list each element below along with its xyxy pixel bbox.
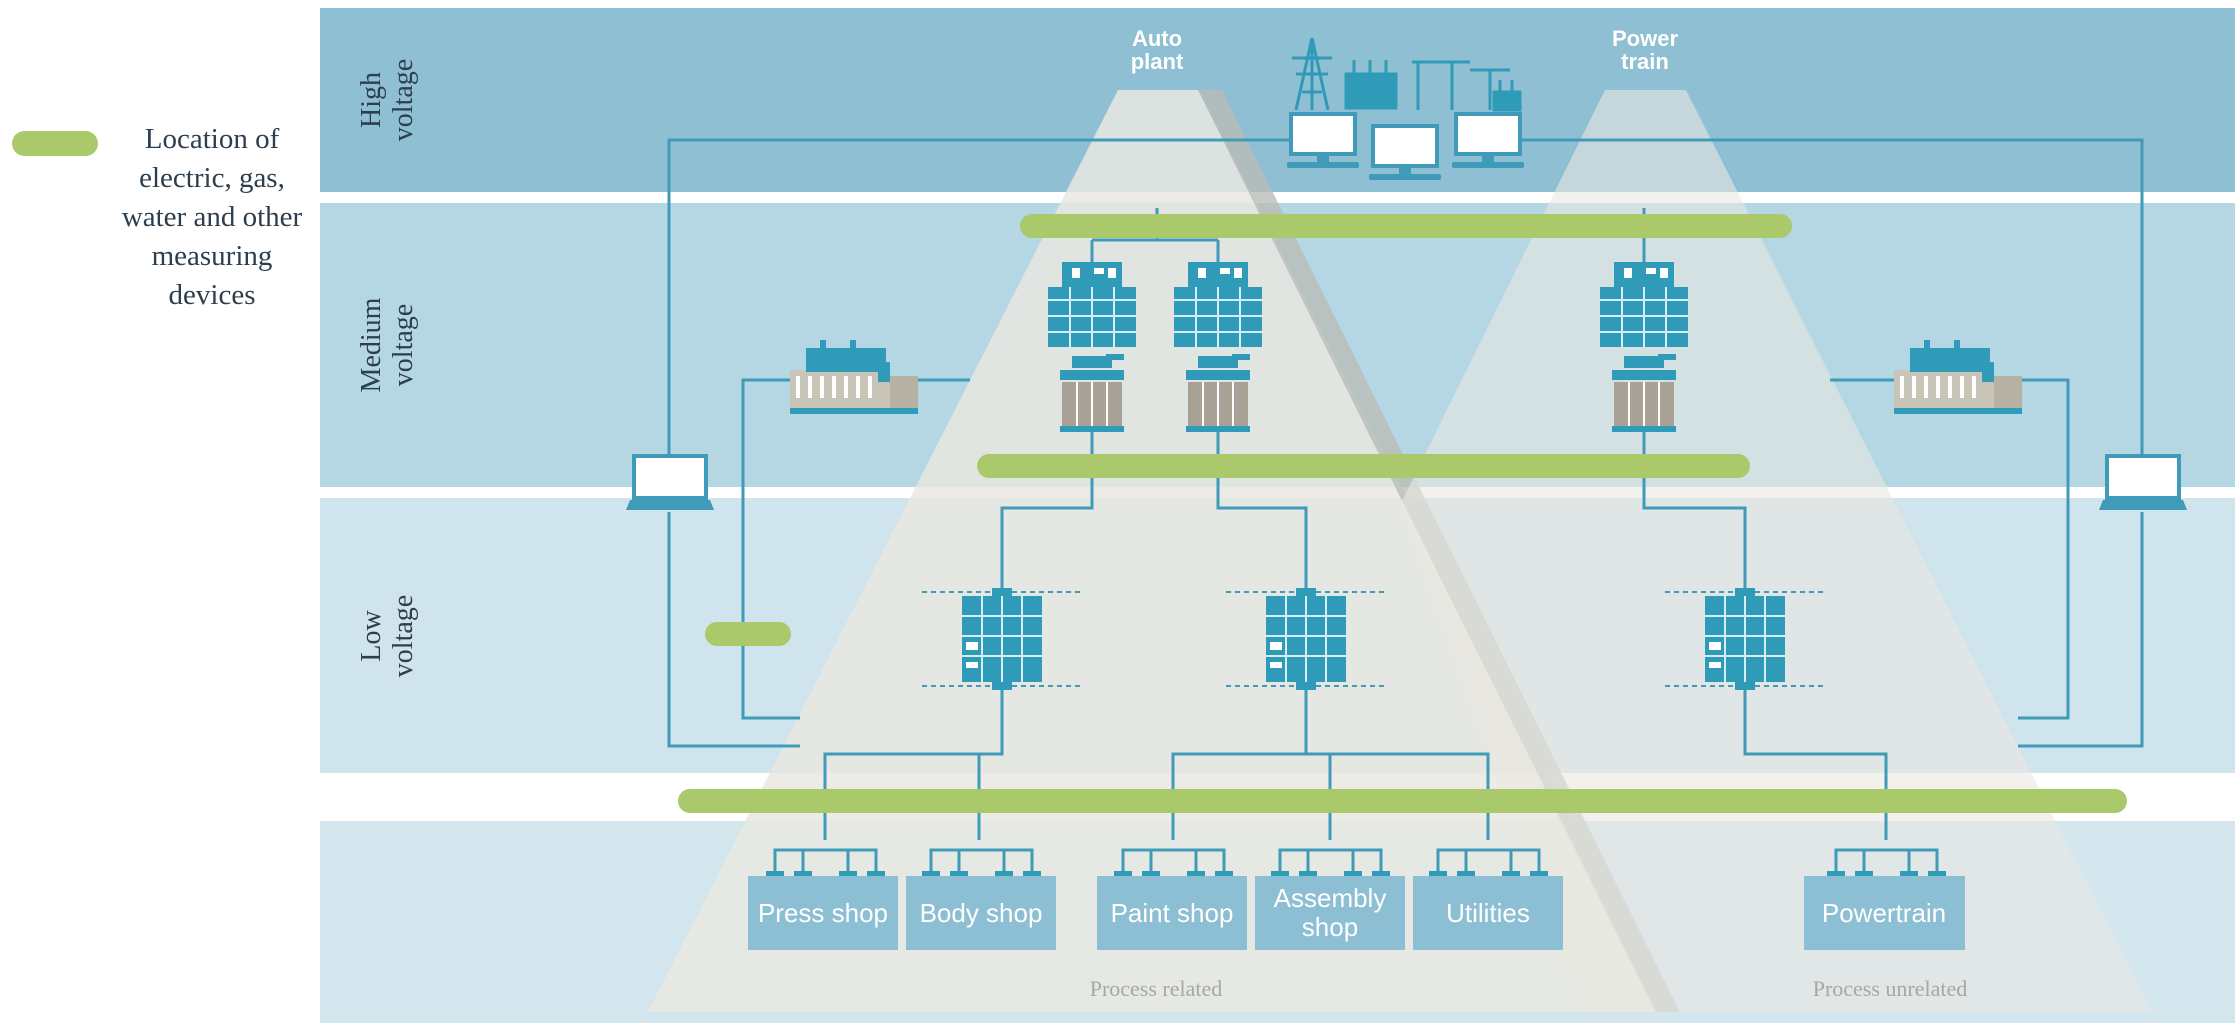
- legend-line: measuring: [151, 240, 273, 272]
- measuring-bar-shops: [678, 789, 2127, 813]
- shop-label: Body shop: [920, 898, 1043, 928]
- shop-box-body: [906, 876, 1056, 950]
- footer-process-unrelated: Process unrelated: [1813, 976, 1968, 1001]
- shop-box-paint: [1097, 876, 1247, 950]
- pyramid-power-train: [1400, 90, 2152, 1012]
- pyramid-title-auto-plant: plant: [1131, 49, 1184, 74]
- shop-label: shop: [1302, 912, 1358, 942]
- pyramid-title-power-train: Power: [1612, 26, 1678, 51]
- pyramid-auto-plant: [648, 90, 1670, 1012]
- legend-line: electric, gas,: [139, 162, 285, 194]
- shop-label: Assembly: [1274, 883, 1387, 913]
- band-label-low: Low: [356, 610, 387, 662]
- shop-label: Powertrain: [1822, 898, 1946, 928]
- network-line-right-lower: [2018, 512, 2144, 748]
- pyramid-title-power-train: train: [1621, 49, 1669, 74]
- band-label-low: voltage: [388, 595, 419, 677]
- legend-line: water and other: [121, 201, 303, 233]
- legend-swatch: [12, 131, 98, 156]
- power-grid-icon: [1292, 37, 1522, 112]
- band-high-voltage: [320, 8, 2235, 192]
- laptop-icon: [624, 454, 716, 512]
- legend-description: Location of electric, gas, water and oth…: [112, 120, 312, 315]
- legend-line: devices: [168, 279, 256, 311]
- shop-box-utilities: [1413, 876, 1563, 950]
- shop-label: Utilities: [1446, 898, 1530, 928]
- measuring-bar-medium: [977, 454, 1750, 478]
- measuring-bar-low: [705, 622, 791, 646]
- legend-line: Location of: [144, 123, 280, 155]
- shop-feeders: [773, 848, 1939, 874]
- shop-label: Paint shop: [1111, 898, 1234, 928]
- network-line-left-lower: [667, 512, 800, 748]
- band-label-high: voltage: [388, 59, 419, 141]
- band-label-high: High: [356, 72, 387, 128]
- footer-process-related: Process related: [1090, 976, 1223, 1001]
- shop-connectors: [766, 871, 1946, 879]
- network-line-left: [667, 138, 1291, 484]
- band-label-medium: voltage: [388, 304, 419, 386]
- shop-box-assembly: [1255, 876, 1405, 950]
- measuring-bar-high: [1020, 214, 1792, 238]
- laptop-icon: [2097, 454, 2189, 512]
- shop-box-powertrain: [1804, 876, 1965, 950]
- shop-label: Press shop: [758, 898, 888, 928]
- shop-box-press: [748, 876, 898, 950]
- band-label-medium: Medium: [356, 297, 387, 392]
- network-line-right: [1520, 138, 2144, 456]
- pyramid-title-auto-plant: Auto: [1132, 26, 1182, 51]
